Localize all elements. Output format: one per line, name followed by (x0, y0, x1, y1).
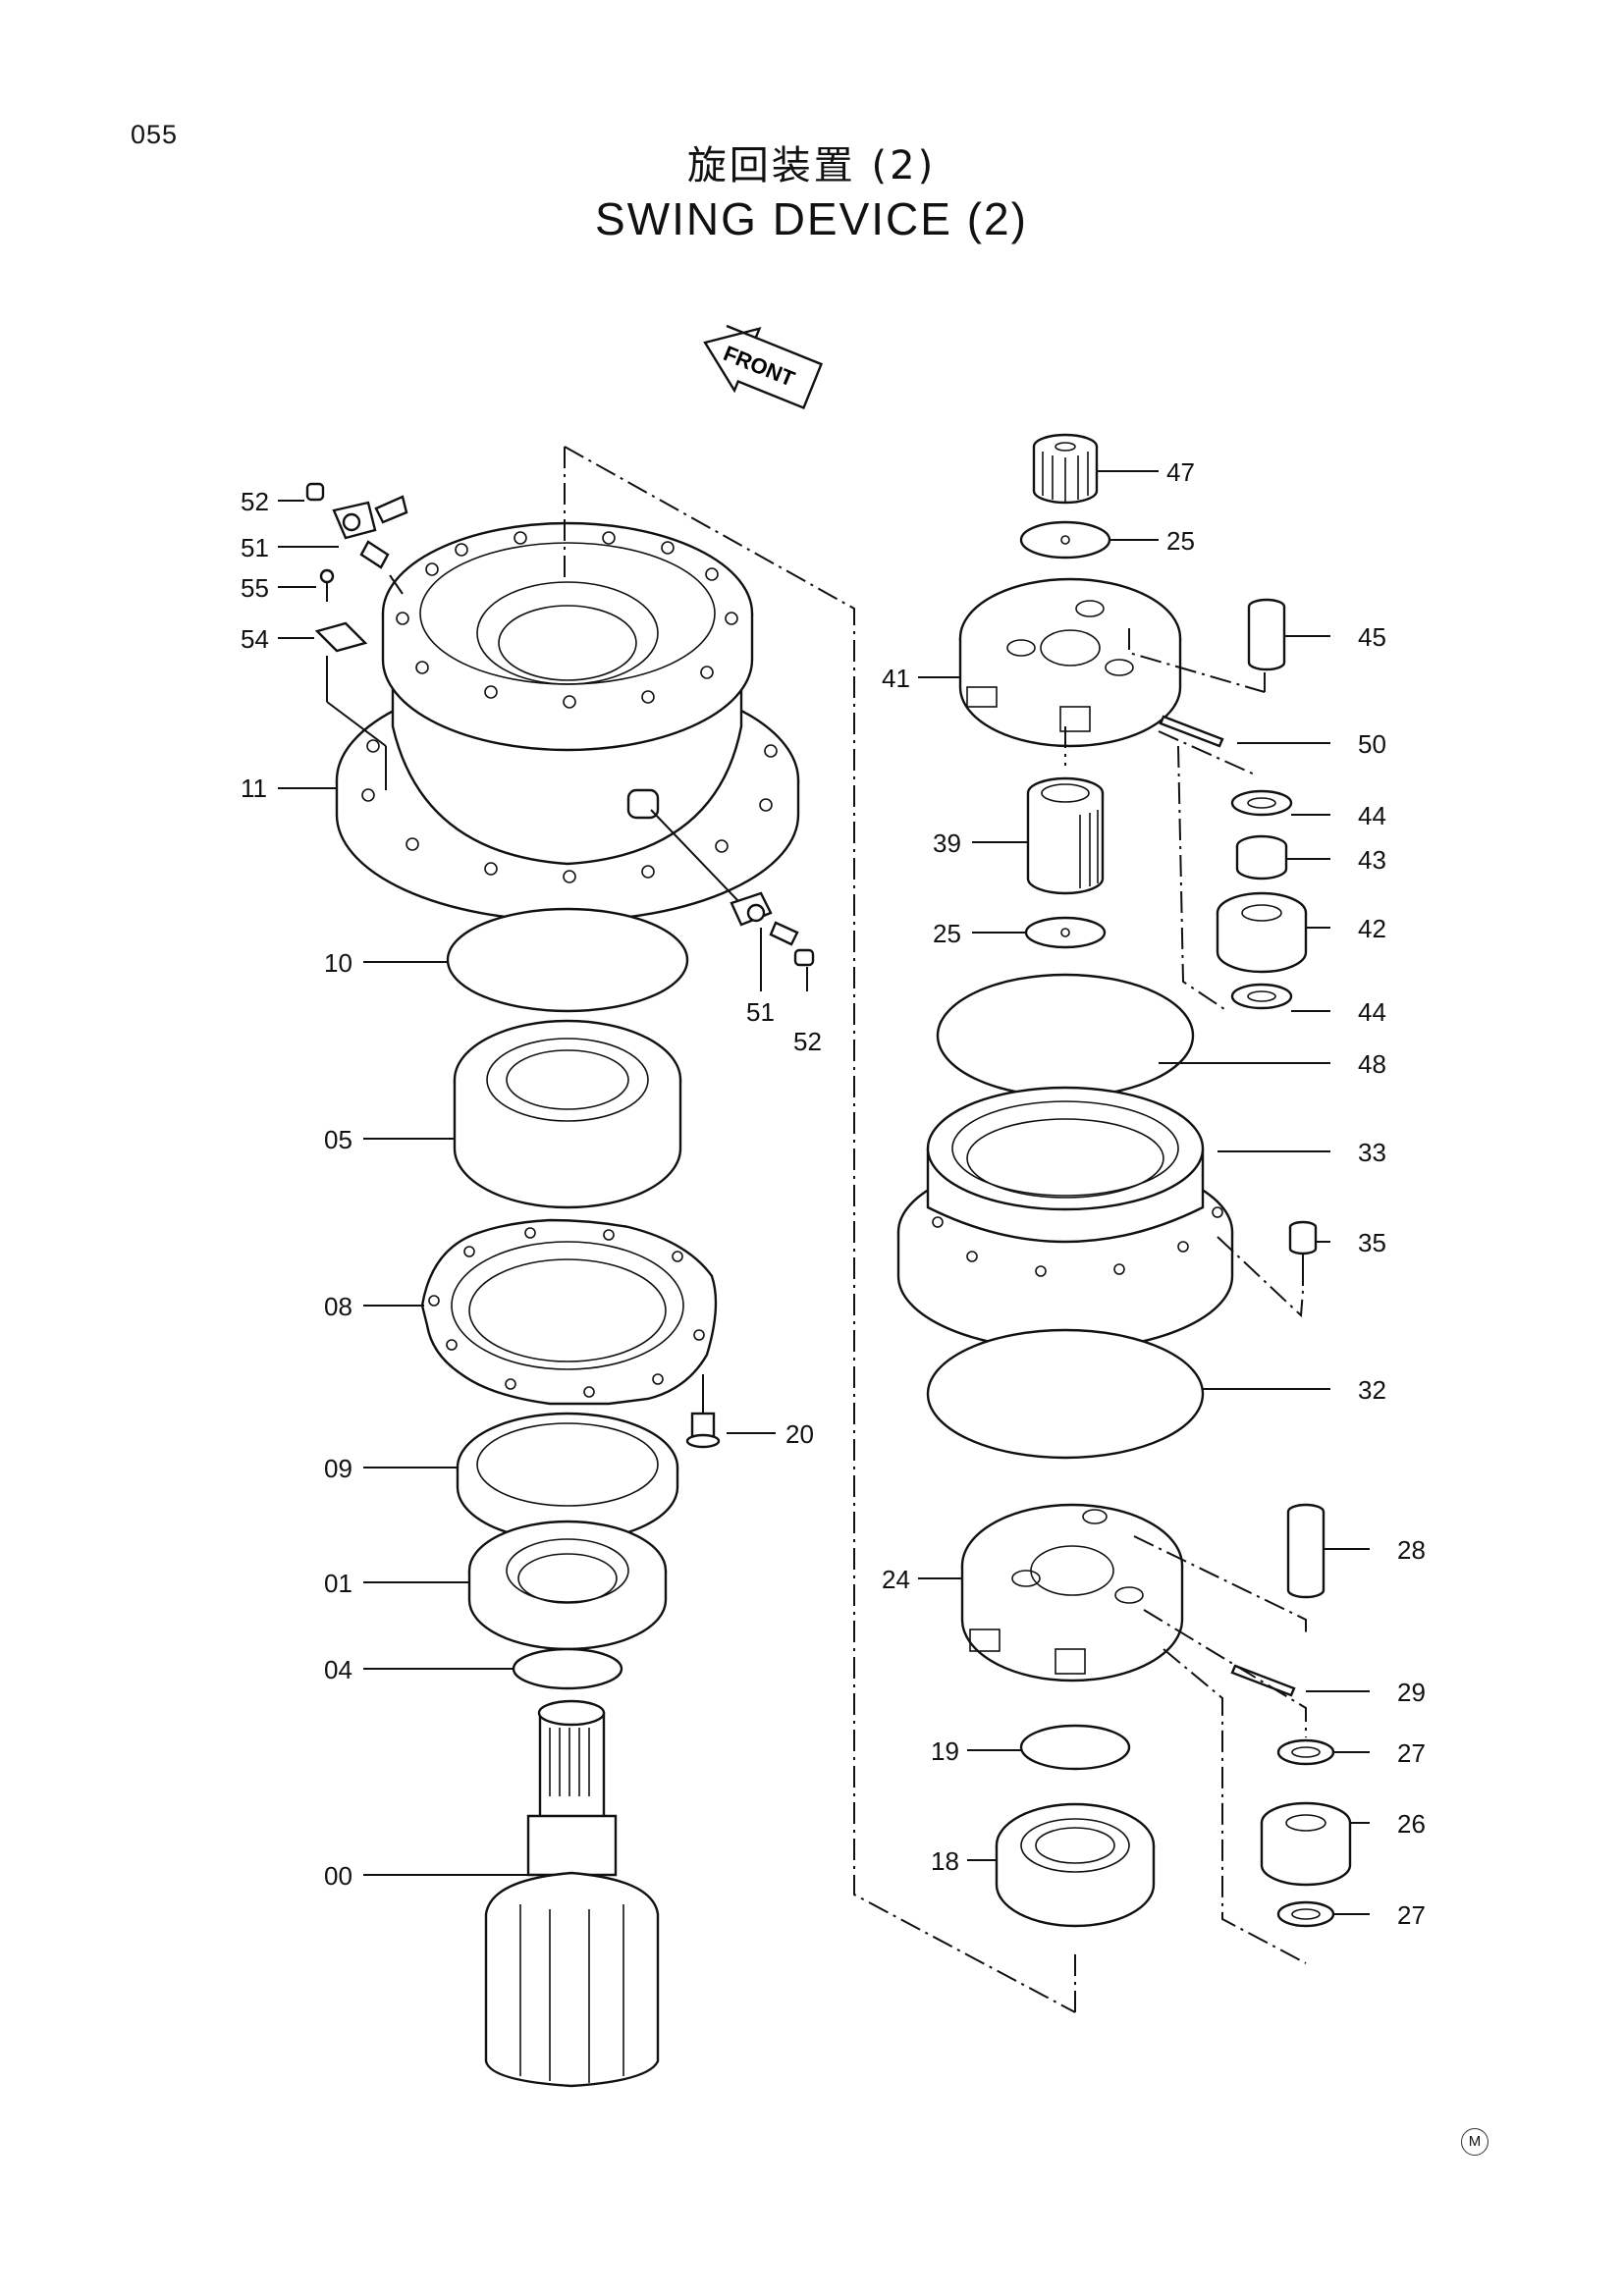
sun-gear-part-47 (1032, 433, 1099, 505)
thrust-plate-part-25-lower (1024, 916, 1107, 949)
callout-27-bottom: 27 (1397, 1900, 1426, 1930)
callout-39: 39 (933, 828, 961, 858)
callout-51: 51 (241, 533, 269, 562)
o-ring-part-10 (446, 907, 689, 1013)
plate-part-54 (314, 621, 368, 653)
plug-part-52-side (793, 948, 815, 967)
callout-45: 45 (1358, 622, 1386, 652)
callout-44-top: 44 (1358, 801, 1386, 830)
callout-01: 01 (324, 1569, 352, 1598)
carrier-part-41 (958, 577, 1182, 748)
guide-lines (564, 446, 1307, 2013)
callout-47: 47 (1166, 457, 1195, 487)
planet-gear-part-26 (1260, 1801, 1352, 1887)
carrier-part-24 (960, 1503, 1184, 1682)
snap-ring-part-19 (1019, 1724, 1131, 1771)
shaft-part-39 (1026, 776, 1105, 895)
leader-lines (278, 470, 1370, 1915)
callout-10: 10 (324, 948, 352, 978)
callout-52-side: 52 (793, 1027, 822, 1056)
callout-33: 33 (1358, 1138, 1386, 1167)
callout-50: 50 (1358, 729, 1386, 759)
callout-18: 18 (931, 1846, 959, 1876)
callout-05: 05 (324, 1125, 352, 1154)
pin-part-45 (1247, 598, 1286, 671)
thrust-washer-part-27-top (1276, 1738, 1335, 1766)
bolt-part-35 (1288, 1220, 1318, 1286)
callout-11: 11 (241, 774, 267, 803)
page-number: 055 (131, 120, 179, 149)
title-japanese: 旋回装置 (2) (686, 143, 937, 188)
roller-bearing-part-05 (453, 1019, 682, 1209)
callout-labels: 52 51 55 54 11 10 51 52 05 08 20 09 01 0… (241, 457, 1426, 1930)
callout-51-side: 51 (746, 997, 775, 1027)
callout-52: 52 (241, 487, 269, 516)
elbow-fitting-part-51-side (730, 891, 799, 946)
planet-gear-part-42 (1216, 891, 1308, 974)
callout-04: 04 (324, 1655, 352, 1684)
callout-55: 55 (241, 573, 269, 603)
callout-44-bottom: 44 (1358, 997, 1386, 1027)
callout-25-top: 25 (1166, 526, 1195, 556)
oil-seal-part-09 (456, 1412, 679, 1543)
callout-24: 24 (882, 1565, 910, 1594)
callout-42: 42 (1358, 914, 1386, 943)
spring-pin-part-29 (1230, 1664, 1296, 1697)
o-ring-part-48 (936, 973, 1195, 1098)
plug-part-52 (305, 482, 325, 502)
thrust-plate-part-25-top (1019, 520, 1111, 560)
needle-bearing-part-43 (1235, 834, 1288, 881)
corner-mark: M (1461, 2128, 1488, 2156)
callout-27-top: 27 (1397, 1738, 1426, 1768)
pinion-shaft-part-00 (484, 1699, 660, 2088)
thrust-washer-part-27-bottom (1276, 1900, 1335, 1928)
callout-54: 54 (241, 624, 269, 654)
bolt-part-20 (685, 1374, 721, 1449)
callout-32: 32 (1358, 1375, 1386, 1405)
retainer-part-08 (420, 1218, 718, 1406)
callout-08: 08 (324, 1292, 352, 1321)
thrust-washer-part-44-bottom (1230, 983, 1293, 1010)
pin-part-28 (1286, 1503, 1325, 1599)
callout-00: 00 (324, 1861, 352, 1891)
bearing-part-18 (995, 1802, 1156, 1928)
callout-20: 20 (785, 1419, 814, 1449)
ring-part-01 (467, 1520, 668, 1651)
title-english: SWING DEVICE (2) (595, 193, 1028, 244)
ring-part-04 (512, 1647, 623, 1690)
thrust-washer-part-44-top (1230, 789, 1293, 817)
callout-19: 19 (931, 1736, 959, 1766)
callout-41: 41 (882, 664, 910, 693)
ring-gear-part-33 (896, 1086, 1234, 1352)
callout-35: 35 (1358, 1228, 1386, 1257)
spring-pin-part-50 (1159, 715, 1224, 748)
callout-25-lower: 25 (933, 919, 961, 948)
front-arrow: FRONT (703, 324, 824, 410)
callout-29: 29 (1397, 1678, 1426, 1707)
callout-09: 09 (324, 1454, 352, 1483)
callout-43: 43 (1358, 845, 1386, 875)
callout-26: 26 (1397, 1809, 1426, 1839)
elbow-fitting-part-51 (332, 495, 408, 569)
callout-48: 48 (1358, 1049, 1386, 1079)
o-ring-part-32 (926, 1328, 1205, 1460)
screw-part-55 (319, 568, 335, 602)
housing-part-11 (335, 521, 800, 923)
callout-28: 28 (1397, 1535, 1426, 1565)
